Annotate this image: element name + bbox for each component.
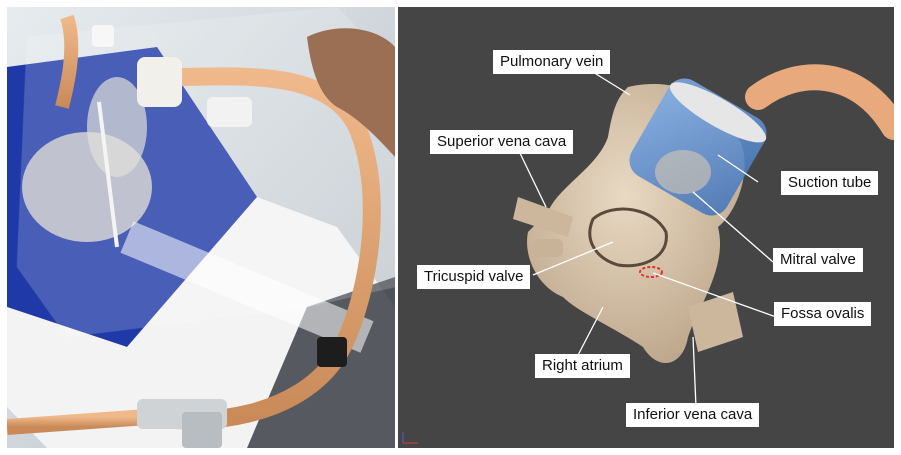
label-right-atrium: Right atrium: [535, 354, 630, 378]
connector: [137, 57, 182, 107]
label-suction-tube: Suction tube: [781, 171, 878, 195]
label-fossa-ovalis: Fossa ovalis: [774, 302, 871, 326]
render-panel: Pulmonary vein Superior vena cava Suctio…: [398, 7, 894, 448]
label-mitral-valve: Mitral valve: [773, 248, 863, 272]
label-superior-vena-cava: Superior vena cava: [430, 130, 573, 154]
black-fitting: [317, 337, 347, 367]
label-inferior-vena-cava: Inferior vena cava: [626, 403, 759, 427]
mitral-valve-shape: [655, 150, 711, 194]
model-photo: [7, 7, 395, 448]
photo-panel: [7, 7, 395, 448]
heart-render: [398, 7, 894, 448]
label-tricuspid-valve: Tricuspid valve: [417, 265, 530, 289]
label-pulmonary-vein: Pulmonary vein: [493, 50, 610, 74]
